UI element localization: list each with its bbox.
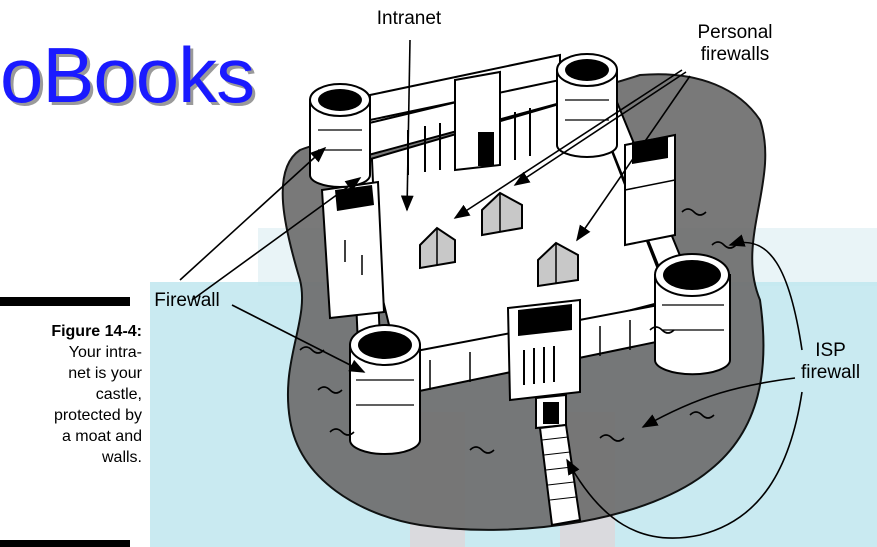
firewall-label: Firewall [142, 290, 232, 312]
round-tower-back-right [557, 54, 617, 157]
round-tower-front-left [350, 325, 420, 454]
round-tower-back-left [310, 84, 370, 187]
personal-firewalls-label: Personal firewalls [670, 22, 800, 66]
personal-firewalls-label-line2: firewalls [701, 44, 770, 65]
tower-back-right [625, 135, 675, 245]
isp-firewall-label: ISP firewall [788, 340, 873, 384]
personal-firewalls-label-line1: Personal [698, 22, 773, 43]
isp-firewall-label-line1: ISP [815, 340, 846, 361]
isp-firewall-label-line2: firewall [801, 362, 860, 383]
intranet-label: Intranet [364, 8, 454, 30]
round-tower-front-right [655, 254, 730, 374]
tower-left [322, 182, 384, 318]
